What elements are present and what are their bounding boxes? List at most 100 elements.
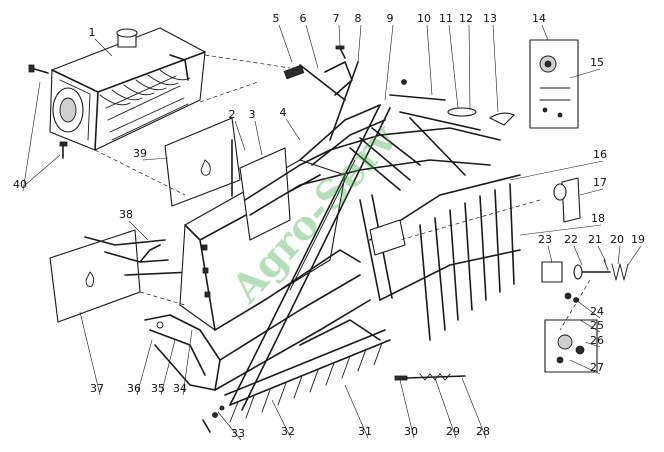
knife-parts bbox=[394, 373, 466, 381]
callout-leader-14 bbox=[541, 24, 549, 41]
callout-label-32: 32 bbox=[281, 425, 295, 438]
callout-label-14: 14 bbox=[532, 12, 546, 25]
callout-leader-8 bbox=[357, 24, 362, 63]
assembly-lines bbox=[94, 54, 591, 331]
callout-leader-11 bbox=[448, 24, 459, 109]
callout-leader-3 bbox=[254, 120, 263, 156]
callout-leader-35 bbox=[160, 339, 176, 396]
callout-label-5: 5 bbox=[273, 12, 280, 25]
callout-leader-7 bbox=[338, 24, 341, 47]
callout-leader-39 bbox=[142, 157, 169, 161]
callout-leader-13 bbox=[492, 24, 499, 113]
main-frame bbox=[144, 104, 501, 391]
callout-label-39: 39 bbox=[133, 147, 147, 160]
reel-tine-bars bbox=[359, 174, 521, 341]
callout-leader-9 bbox=[384, 24, 394, 101]
bracket-parts bbox=[529, 39, 579, 129]
callout-label-23: 23 bbox=[538, 233, 552, 246]
callout-label-21: 21 bbox=[588, 233, 602, 246]
callout-leader-37 bbox=[79, 311, 101, 396]
callout-label-12: 12 bbox=[459, 12, 473, 25]
callout-label-20: 20 bbox=[610, 233, 624, 246]
callout-label-13: 13 bbox=[483, 12, 497, 25]
bolt-parts bbox=[28, 64, 68, 159]
callout-leader-38 bbox=[128, 220, 149, 241]
callout-leader-12 bbox=[468, 24, 471, 111]
callout-label-38: 38 bbox=[119, 208, 133, 221]
callout-label-16: 16 bbox=[593, 148, 607, 161]
callout-label-4: 4 bbox=[280, 106, 287, 119]
callout-leader-25 bbox=[579, 319, 601, 333]
callout-label-19: 19 bbox=[631, 233, 645, 246]
callout-leader-18 bbox=[519, 224, 602, 236]
callout-label-15: 15 bbox=[590, 56, 604, 69]
callout-label-29: 29 bbox=[446, 425, 460, 438]
callout-leader-6 bbox=[305, 24, 319, 69]
callout-label-6: 6 bbox=[300, 12, 307, 25]
callout-leaders bbox=[22, 24, 642, 441]
callout-label-22: 22 bbox=[564, 233, 578, 246]
top-rods bbox=[349, 94, 515, 191]
callout-leader-27 bbox=[569, 359, 601, 375]
auger-box-assembly bbox=[49, 27, 206, 151]
callout-label-33: 33 bbox=[231, 427, 245, 440]
callout-leader-17 bbox=[579, 188, 604, 196]
part-17-bracket bbox=[553, 177, 581, 223]
callout-label-31: 31 bbox=[358, 425, 372, 438]
cover-plate bbox=[164, 117, 241, 207]
callout-label-11: 11 bbox=[439, 12, 453, 25]
callout-leader-29 bbox=[434, 377, 457, 439]
callout-label-2: 2 bbox=[229, 108, 236, 121]
callout-leader-36 bbox=[136, 339, 153, 396]
callout-label-35: 35 bbox=[151, 382, 165, 395]
diagonal-beam bbox=[229, 104, 391, 411]
callout-label-34: 34 bbox=[173, 382, 187, 395]
callout-label-26: 26 bbox=[590, 334, 604, 347]
callout-leader-2 bbox=[234, 120, 246, 151]
adjuster-parts bbox=[541, 259, 629, 373]
part-33-bolt bbox=[202, 405, 225, 433]
callout-leader-31 bbox=[344, 384, 369, 439]
callout-label-28: 28 bbox=[476, 425, 490, 438]
callout-label-8: 8 bbox=[355, 12, 362, 25]
upper-arm-parts bbox=[283, 45, 407, 141]
callout-leader-22 bbox=[573, 245, 583, 266]
callout-label-17: 17 bbox=[593, 176, 607, 189]
callout-label-40: 40 bbox=[13, 178, 27, 191]
callout-leader-4 bbox=[285, 118, 301, 141]
callout-label-7: 7 bbox=[333, 12, 340, 25]
callout-leader-20 bbox=[617, 245, 621, 265]
callout-label-37: 37 bbox=[90, 382, 104, 395]
callout-label-10: 10 bbox=[417, 12, 431, 25]
callout-label-3: 3 bbox=[249, 108, 256, 121]
callout-leader-34 bbox=[182, 329, 193, 396]
callout-label-27: 27 bbox=[590, 361, 604, 374]
callout-leader-16 bbox=[509, 160, 604, 181]
callout-leader-15 bbox=[569, 68, 601, 79]
callout-leader-21 bbox=[597, 245, 607, 263]
callout-leader-26 bbox=[584, 341, 601, 348]
callout-leader-23 bbox=[547, 245, 553, 263]
callout-leader-5 bbox=[278, 24, 293, 63]
callout-label-36: 36 bbox=[127, 382, 141, 395]
callout-leader-40b bbox=[23, 154, 61, 187]
callout-leader-28 bbox=[461, 377, 487, 439]
callout-leader-1 bbox=[94, 38, 113, 57]
callout-label-1: 1 bbox=[89, 26, 96, 39]
callout-leader-30 bbox=[399, 379, 415, 439]
callout-leader-19 bbox=[627, 245, 642, 266]
callout-label-25: 25 bbox=[590, 319, 604, 332]
callout-label-9: 9 bbox=[387, 12, 394, 25]
callout-leader-40 bbox=[22, 81, 41, 192]
callout-label-18: 18 bbox=[591, 212, 605, 225]
callout-leader-32 bbox=[271, 399, 292, 439]
callout-label-30: 30 bbox=[404, 425, 418, 438]
cutter-fingers bbox=[224, 319, 391, 423]
callout-leader-10 bbox=[426, 24, 433, 96]
callout-leader-24 bbox=[575, 299, 601, 319]
callout-leader-33 bbox=[217, 411, 242, 441]
callout-label-24: 24 bbox=[590, 305, 604, 318]
